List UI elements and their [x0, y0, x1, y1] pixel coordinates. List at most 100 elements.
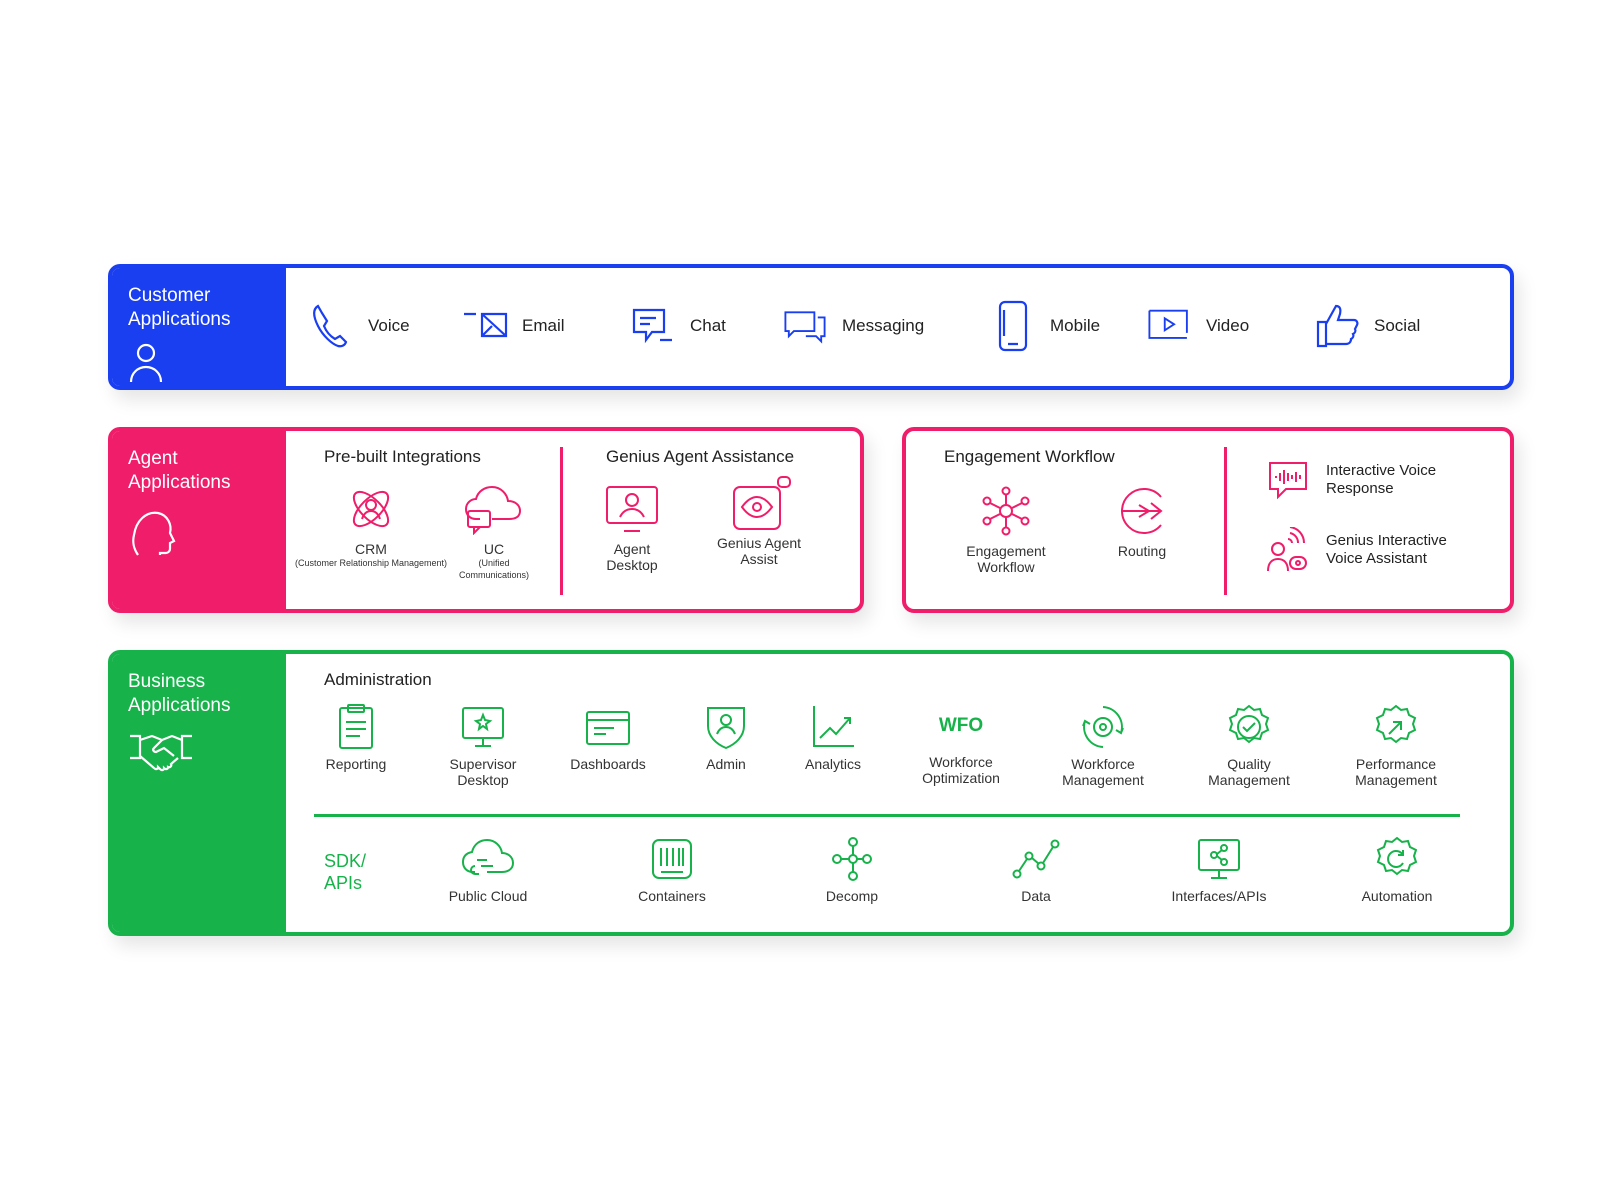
sdk-item-data[interactable]: Data: [986, 836, 1086, 904]
engagement-workflow-title: Engagement Workflow: [944, 447, 1115, 466]
admin-item-label: Workforce Optimization: [922, 754, 1000, 786]
phone-icon: [313, 304, 348, 348]
channel-label: Social: [1374, 316, 1421, 335]
routing-item[interactable]: Routing: [1092, 485, 1192, 559]
voice-wave-icon: [1269, 462, 1307, 500]
agent-applications-band: Agent Applications Pre-built Integration…: [108, 427, 864, 613]
envelope-icon: [464, 312, 508, 338]
dashboard-icon: [586, 711, 630, 745]
admin-item-label: Supervisor Desktop: [449, 756, 517, 788]
sdk-item-decomp[interactable]: Decomp: [802, 836, 902, 904]
uc-label: UC: [483, 541, 505, 557]
mobile-icon: [998, 300, 1028, 352]
person-icon: [129, 343, 163, 383]
channel-email[interactable]: Email: [462, 296, 565, 356]
customer-applications-header: Customer Applications: [112, 268, 286, 386]
routing-icon: [1121, 488, 1163, 534]
sdk-item-label: Decomp: [825, 888, 879, 904]
supervisor-icon: [462, 707, 504, 747]
performance-gear-icon: [1375, 704, 1417, 744]
ivr-item[interactable]: Interactive Voice Response: [1266, 459, 1486, 501]
admin-item-dashboards[interactable]: Dashboards: [558, 704, 658, 772]
channel-mobile[interactable]: Mobile: [990, 296, 1100, 356]
channel-messaging[interactable]: Messaging: [782, 296, 924, 356]
line-chart-icon: [813, 706, 854, 747]
voice-assistant-icon: [1267, 527, 1307, 572]
admin-item-reporting[interactable]: Reporting: [308, 704, 404, 772]
channel-label: Mobile: [1050, 316, 1101, 335]
sdk-item-label: Interfaces/APIs: [1171, 888, 1267, 904]
engagement-section-divider: [1224, 447, 1227, 595]
admin-item-quality-management[interactable]: Quality Management: [1194, 704, 1304, 788]
video-icon: [1148, 309, 1188, 339]
shield-user-icon: [707, 707, 745, 750]
engagement-workflow-label: Engagement Workflow: [966, 543, 1046, 575]
agent-applications-header: Agent Applications: [112, 431, 286, 609]
crm-item[interactable]: CRM (Customer Relationship Management): [294, 483, 448, 569]
channel-social[interactable]: Social: [1314, 296, 1420, 356]
crm-icon: [352, 490, 390, 528]
customer-applications-title: Customer Applications: [128, 285, 231, 330]
business-section-divider: [314, 814, 1460, 817]
admin-item-workforce-management[interactable]: Workforce Management: [1048, 704, 1158, 788]
agent-section-divider: [560, 447, 563, 595]
business-applications-header: Business Applications: [112, 654, 286, 932]
voice-assistant-label: Genius Interactive Voice Assistant: [1326, 532, 1447, 567]
agent-desktop-item[interactable]: Agent Desktop: [582, 483, 682, 573]
automation-gear-icon: [1376, 836, 1418, 876]
channel-label: Messaging: [842, 316, 925, 335]
wfo-icon: WFO: [938, 715, 984, 736]
sdk-item-containers[interactable]: Containers: [612, 836, 732, 904]
agent-desktop-label: Agent Desktop: [606, 541, 658, 573]
admin-item-supervisor-desktop[interactable]: Supervisor Desktop: [428, 704, 538, 788]
sdk-item-interfaces[interactable]: Interfaces/APIs: [1154, 836, 1284, 904]
thumbs-up-icon: [1316, 304, 1359, 348]
admin-item-label: Dashboards: [570, 756, 646, 772]
admin-item-analytics[interactable]: Analytics: [788, 704, 878, 772]
channel-label: Video: [1206, 316, 1250, 335]
crm-label: CRM: [355, 541, 387, 557]
admin-item-performance-management[interactable]: Performance Management: [1338, 704, 1454, 788]
customer-applications-band: Customer Applications Voice Email Chat M…: [108, 264, 1514, 390]
genius-agent-assist-item[interactable]: Genius Agent Assist: [696, 475, 822, 567]
admin-item-wfo[interactable]: WFO Workforce Optimization: [906, 704, 1016, 786]
sdk-item-automation[interactable]: Automation: [1342, 836, 1452, 904]
channel-label: Voice: [368, 316, 410, 335]
channel-label: Chat: [690, 316, 726, 335]
admin-item-label: Reporting: [325, 756, 387, 772]
cloud-chat-icon: [464, 485, 522, 535]
voice-assistant-item[interactable]: Genius Interactive Voice Assistant: [1266, 527, 1486, 573]
routing-label: Routing: [1117, 543, 1167, 559]
engagement-workflow-item[interactable]: Engagement Workflow: [946, 485, 1066, 575]
chat-icon: [632, 308, 672, 344]
channel-voice[interactable]: Voice: [308, 296, 410, 356]
data-nodes-icon: [1012, 839, 1060, 879]
genius-agent-assist-label: Genius Agent Assist: [716, 535, 802, 567]
check-badge-icon: [1228, 704, 1270, 744]
genius-agent-assistance-title: Genius Agent Assistance: [606, 447, 795, 466]
share-screen-icon: [1198, 839, 1240, 879]
agent-desktop-icon: [606, 486, 658, 532]
container-icon: [652, 839, 692, 879]
admin-item-label: Analytics: [804, 756, 862, 772]
uc-sub-label: (Unified Communications): [458, 558, 530, 580]
decomp-icon: [832, 837, 872, 881]
sdk-apis-title: SDK/ APIs: [324, 851, 367, 893]
network-icon: [982, 486, 1030, 536]
uc-item[interactable]: UC (Unified Communications): [438, 483, 550, 581]
agent-applications-title: Agent Applications: [128, 448, 231, 493]
admin-item-label: Workforce Management: [1062, 756, 1144, 788]
handshake-icon: [130, 734, 192, 772]
sdk-item-public-cloud[interactable]: Public Cloud: [428, 836, 548, 904]
gear-cycle-icon: [1082, 706, 1124, 748]
channel-video[interactable]: Video: [1146, 296, 1249, 356]
eye-icon: [733, 476, 791, 530]
business-applications-band: Business Applications Administration Rep…: [108, 650, 1514, 936]
administration-title: Administration: [324, 670, 432, 689]
business-applications-title: Business Applications: [128, 671, 231, 716]
sdk-item-label: Public Cloud: [448, 888, 528, 904]
channel-chat[interactable]: Chat: [630, 296, 726, 356]
admin-item-label: Performance Management: [1355, 756, 1437, 788]
admin-item-admin[interactable]: Admin: [686, 704, 766, 772]
head-icon: [132, 511, 176, 556]
